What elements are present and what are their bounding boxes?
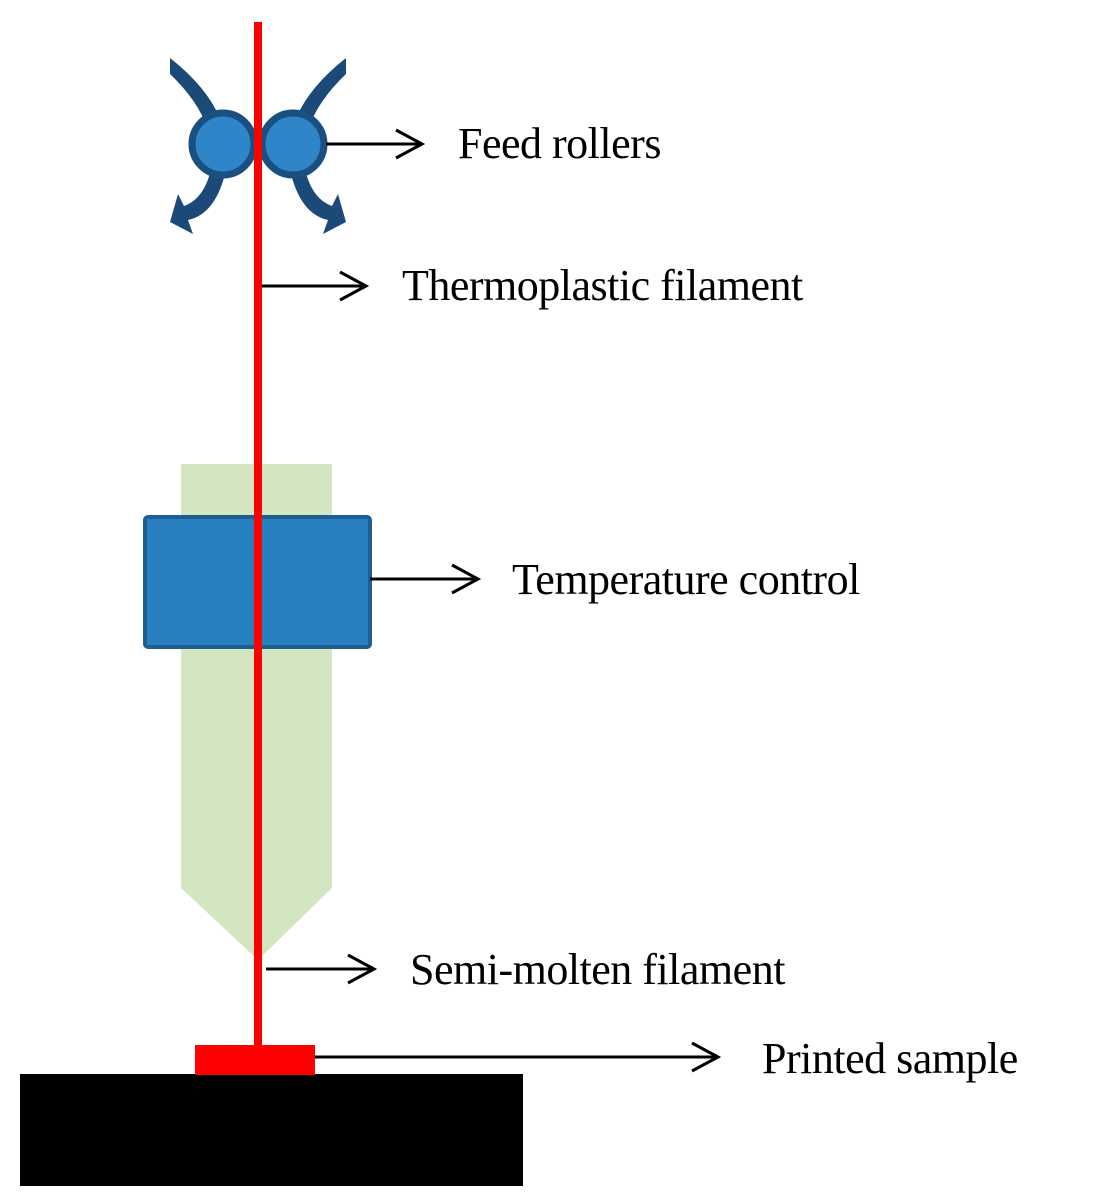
build-plate bbox=[20, 1074, 523, 1186]
leader-arrows bbox=[262, 128, 722, 1073]
roller-rotation-arrows bbox=[170, 58, 346, 234]
printed-sample-label: Printed sample bbox=[762, 1034, 1018, 1083]
left-feed-roller bbox=[188, 109, 258, 179]
temperature-control-arrow bbox=[370, 563, 482, 595]
semi-molten-filament-label: Semi-molten filament bbox=[410, 945, 785, 994]
right-roller-rotation-arrow bbox=[288, 58, 346, 234]
thermoplastic-filament bbox=[254, 22, 262, 1046]
printed-sample bbox=[195, 1045, 315, 1075]
temperature-control-label: Temperature control bbox=[512, 555, 860, 604]
right-feed-roller bbox=[258, 109, 328, 179]
feed-rollers-arrow bbox=[326, 128, 426, 160]
printed-sample-arrow bbox=[315, 1041, 722, 1073]
feed-rollers-label: Feed rollers bbox=[458, 119, 661, 168]
thermoplastic-filament-arrow bbox=[262, 270, 370, 302]
left-roller-rotation-arrow bbox=[170, 58, 228, 234]
thermoplastic-filament-label: Thermoplastic filament bbox=[402, 261, 803, 310]
semi-molten-filament-arrow bbox=[266, 953, 378, 985]
